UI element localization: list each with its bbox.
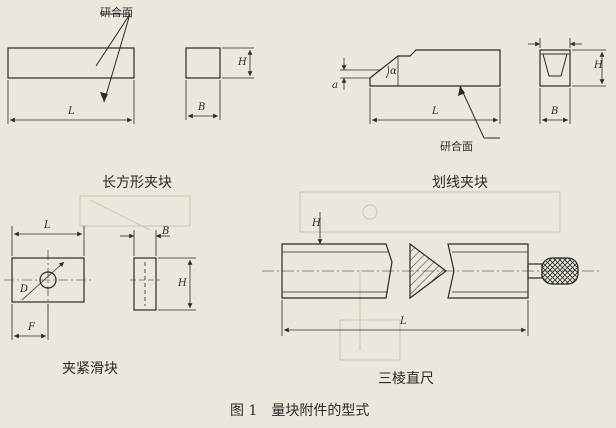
caption-rect-clamp: 长方形夹块 xyxy=(102,175,172,191)
dim-B-slider: B xyxy=(162,226,170,237)
triangle-ruler-drawing xyxy=(262,212,600,336)
dim-B-scribe: B xyxy=(551,106,559,117)
dim-a-scribe: a xyxy=(332,80,338,91)
dim-L-ruler: L xyxy=(400,316,407,327)
dim-H-rect: H xyxy=(238,57,247,68)
rect-clamp-drawing xyxy=(7,13,254,124)
scribe-clamp-drawing xyxy=(340,38,606,139)
dim-H-ruler: H xyxy=(312,218,321,229)
lapping-surface-label-right: 研合面 xyxy=(440,140,473,153)
ruler-body-left xyxy=(281,243,393,299)
leader-line xyxy=(103,13,131,103)
dim-D-slider: D xyxy=(20,284,29,295)
dim-L-scribe: L xyxy=(432,106,439,117)
figure-caption: 图 1 量块附件的型式 xyxy=(230,403,370,419)
caption-triangle-ruler: 三棱直尺 xyxy=(378,371,434,387)
dim-alpha-scribe: α xyxy=(390,66,397,77)
dim-B-rect: B xyxy=(198,102,206,113)
clamp-slider-side xyxy=(133,257,157,311)
scribe-clamp-side xyxy=(539,49,571,87)
lapping-surface-label-left: 研合面 xyxy=(100,6,133,19)
dim-L-rect: L xyxy=(68,106,75,117)
ruler-body-right xyxy=(447,243,529,299)
dim-H-slider: H xyxy=(178,278,187,289)
clamp-slider-drawing xyxy=(4,226,196,340)
dim-L-slider: L xyxy=(44,220,51,231)
scribe-clamp-front xyxy=(369,49,501,87)
caption-scribe-clamp: 划线夹块 xyxy=(432,175,488,191)
ghost-background xyxy=(79,191,561,361)
rect-clamp-side xyxy=(185,47,221,79)
leader-line xyxy=(95,13,131,67)
caption-clamp-slider: 夹紧滑块 xyxy=(62,361,118,377)
dim-H-scribe: H xyxy=(594,60,603,71)
dim-F-slider: F xyxy=(28,322,35,333)
rect-clamp-front xyxy=(7,47,135,79)
